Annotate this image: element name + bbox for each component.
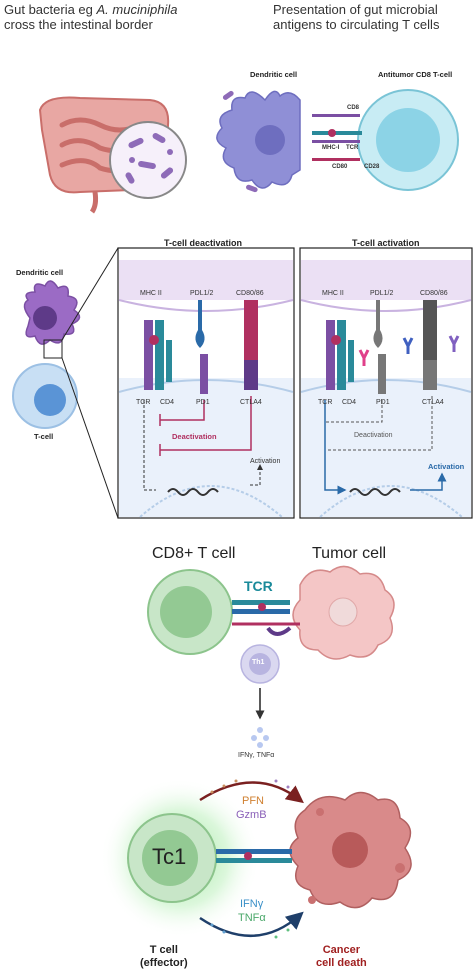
act-cd8086-label: CD80/86 [420, 290, 448, 297]
zoom-line-top [61, 247, 119, 341]
pfn-label: PFN [242, 795, 264, 807]
cd8-t-cell-label: Antitumor CD8 T-cell [378, 70, 453, 79]
th1-label: Th1 [252, 659, 265, 666]
pfn-gzmb-arrow [199, 779, 304, 804]
act-pdl-label: PDL1/2 [370, 290, 394, 297]
panel2-dendritic-cell-label: Dendritic cell [16, 268, 64, 277]
synapse-receptors [312, 114, 362, 161]
act-tcr-label: TCR [318, 399, 333, 406]
ifn-tnf-label: IFNγ, TNFα [238, 752, 275, 759]
activation-label: Activation [428, 462, 465, 471]
tcr-label: TCR [346, 145, 359, 151]
act-ctla4-label: CTLA4 [422, 399, 444, 406]
deact-activation-label: Activation [250, 458, 281, 465]
dendritic-cell-label: Dendritic cell [250, 70, 298, 79]
act-deactivation-label: Deactivation [354, 432, 393, 439]
panel2-dendritic-cell-icon [23, 280, 81, 345]
ifng-tnfa-arrow [199, 911, 304, 939]
cancer-cell-death-icon [289, 791, 412, 909]
act-pd1-label: PD1 [376, 399, 390, 406]
panel2-t-cell-label: T-cell [34, 432, 54, 441]
cd28-label: CD28 [364, 164, 380, 170]
cd8-t-cell-icon [357, 89, 459, 191]
gzmb-label: GzmB [236, 809, 267, 821]
tc1-synapse [216, 849, 292, 863]
dendritic-cell-icon [216, 90, 301, 189]
mhc1-label: MHC-I [322, 145, 340, 151]
deact-ctla4-label: CTLA4 [240, 399, 262, 406]
deactivation-label: Deactivation [172, 432, 217, 441]
t-cell-effector-label: T cell (effector) [140, 944, 188, 969]
tumor-cell-icon [292, 565, 395, 660]
ifng-label: IFNγ [240, 898, 264, 910]
cytokine-dots [251, 727, 269, 748]
synapse-tcr-mhc [232, 600, 300, 636]
cd8-label: CD8 [347, 105, 360, 111]
deact-pdl-label: PDL1/2 [190, 290, 214, 297]
activation-title: T-cell activation [352, 238, 420, 248]
panel2-t-cell-icon [12, 363, 78, 429]
tc1-label: Tc1 [152, 844, 187, 869]
zoom-line-bottom [61, 357, 119, 519]
act-cd4-label: CD4 [342, 399, 357, 406]
deact-tcr-label: TCR [136, 399, 151, 406]
panel1-caption-left: Gut bacteria eg A. muciniphila cross the… [4, 2, 178, 32]
deact-mhc2-label: MHC II [140, 290, 162, 297]
cancer-cell-death-label: Cancer cell death [316, 944, 367, 969]
activation-box [299, 247, 473, 519]
tc1-cell-icon [127, 813, 217, 903]
deactivation-title: T-cell deactivation [164, 238, 243, 248]
tumor-cell-title: Tumor cell [312, 545, 387, 562]
th1-cell-icon [240, 644, 280, 684]
bacteria-magnified-icon [109, 121, 187, 199]
deact-cd4-label: CD4 [160, 399, 175, 406]
zoom-region [43, 339, 63, 359]
deact-cd8086-label: CD80/86 [236, 290, 264, 297]
act-mhc2-label: MHC II [322, 290, 344, 297]
cd8-t-cell-title: CD8+ T cell [152, 545, 236, 562]
cd8-t-cell-large-icon [147, 569, 233, 655]
tnfa-label: TNFα [238, 912, 266, 924]
tcr-large-label: TCR [244, 578, 273, 594]
panel1-caption-right: Presentation of gut microbial antigens t… [273, 2, 440, 32]
deactivation-arrows [143, 396, 263, 496]
activation-arrows [324, 396, 447, 496]
bacterium-icon [222, 90, 234, 100]
deact-pd1-label: PD1 [196, 399, 210, 406]
bacterium-icon [246, 184, 258, 193]
cd80-label: CD80 [332, 164, 348, 170]
